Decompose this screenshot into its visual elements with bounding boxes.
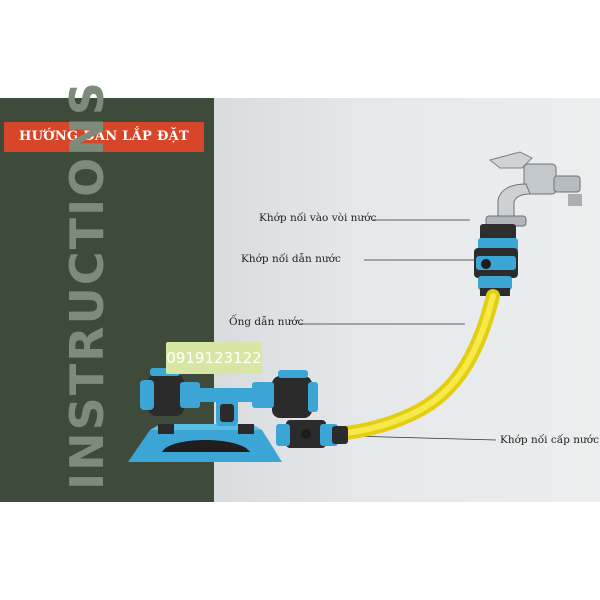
faucet — [485, 151, 582, 227]
install-guide-title: HƯỚNG DẪN LẮP ĐẶT — [4, 122, 204, 152]
instructions-side-panel: HƯỚNG DẪN LẮP ĐẶT INSTRUCTIONS — [0, 80, 214, 502]
callout-faucet-connector: Khớp nối vào vòi nước — [259, 212, 377, 224]
callout-hose: Ống dẫn nước — [229, 316, 304, 328]
sprinkler — [128, 368, 318, 462]
callout-conductor-connector: Khớp nối dẫn nước — [241, 253, 341, 265]
supply-connector — [276, 420, 348, 448]
callout-supply-connector: Khớp nối cấp nước — [500, 434, 599, 446]
phone-number-badge: 0919123122 — [166, 342, 262, 374]
yellow-hose-highlight — [333, 293, 496, 437]
callout-line-supply — [349, 435, 497, 441]
faucet-connector — [474, 224, 518, 296]
product-illustration — [128, 151, 582, 462]
instructions-stage: HƯỚNG DẪN LẮP ĐẶT INSTRUCTIONS — [0, 80, 600, 502]
